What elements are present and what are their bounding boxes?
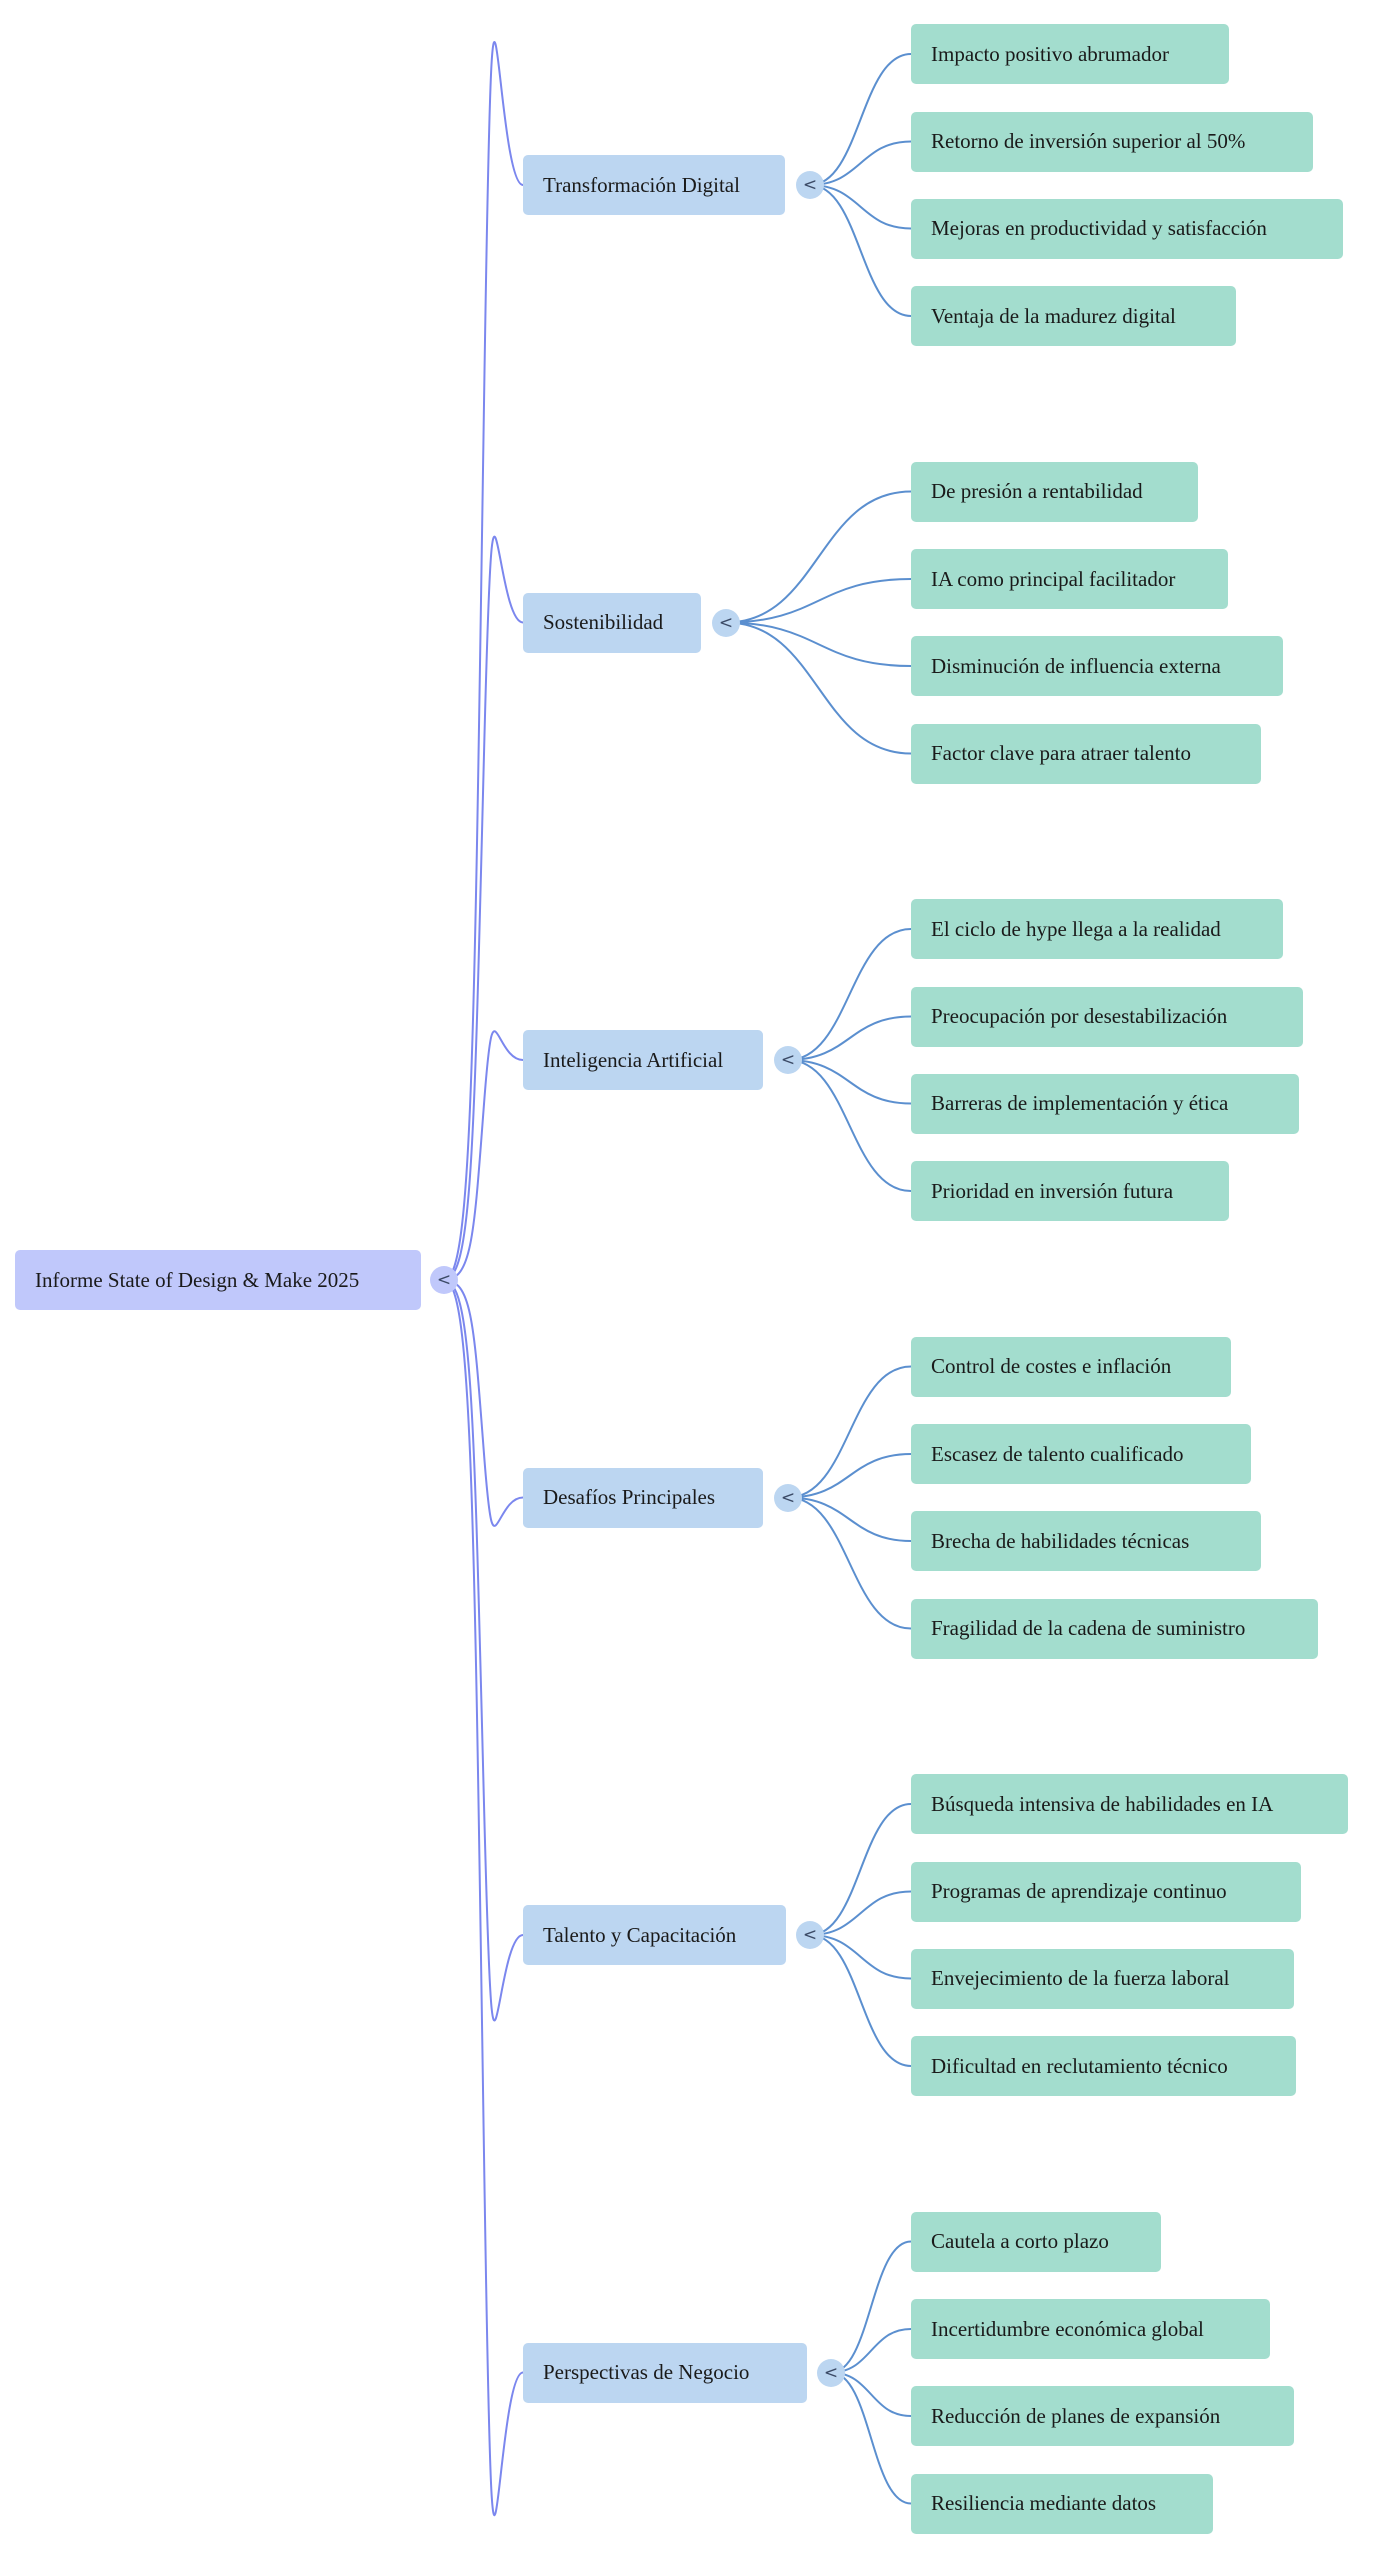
leaf-node[interactable]: Barreras de implementación y ética	[911, 1073, 1299, 1134]
leaf-node-label: Resiliencia mediante datos	[931, 2491, 1157, 2515]
branch-node[interactable]: Perspectivas de Negocio	[523, 2342, 807, 2403]
leaf-node-label: Búsqueda intensiva de habilidades en IA	[931, 1791, 1274, 1816]
branch-link	[787, 928, 912, 1061]
leaf-node[interactable]: Fragilidad de la cadena de suministro	[911, 1598, 1318, 1659]
root-node-label: Informe State of Design & Make 2025	[35, 1267, 360, 1292]
root-link-1	[443, 535, 524, 1281]
branch-node[interactable]: Desafíos Principales	[523, 1467, 763, 1528]
collapse-toggle-icon[interactable]: <	[712, 608, 740, 637]
branch-node-label: Desafíos Principales	[543, 1485, 716, 1509]
branch-link	[725, 490, 912, 624]
leaf-node-label: Cautela a corto plazo	[931, 2229, 1109, 2253]
leaf-node-label: Mejoras en productividad y satisfacción	[931, 216, 1267, 240]
leaf-node-label: Factor clave para atraer talento	[931, 741, 1192, 765]
leaf-node-label: IA como principal facilitador	[931, 566, 1176, 591]
branch-node[interactable]: Talento y Capacitación	[523, 1905, 786, 1965]
leaf-node-label: Fragilidad de la cadena de suministro	[931, 1616, 1246, 1640]
leaf-node[interactable]: Control de costes e inflación	[911, 1336, 1231, 1397]
leaf-node-label: Disminución de influencia externa	[931, 653, 1221, 678]
leaf-node-label: Barreras de implementación y ética	[931, 1091, 1229, 1115]
leaf-node-label: Brecha de habilidades técnicas	[931, 1528, 1190, 1553]
branch-link	[725, 621, 912, 755]
leaf-node-label: Retorno de inversión superior al 50%	[931, 129, 1246, 153]
branch-link	[809, 1890, 912, 1936]
leaf-node[interactable]: Resiliencia mediante datos	[911, 2473, 1213, 2534]
leaf-node-label: Ventaja de la madurez digital	[931, 303, 1176, 328]
collapse-toggle-icon[interactable]: <	[796, 1921, 824, 1949]
root-link-0	[443, 41, 524, 1281]
branch-node[interactable]: Transformación Digital	[523, 155, 785, 215]
leaf-node-label: Control de costes e inflación	[931, 1354, 1172, 1378]
branch-link	[809, 184, 912, 317]
branch-node-label: Transformación Digital	[543, 172, 740, 197]
branch-link	[787, 1059, 912, 1192]
root-collapse-toggle-icon[interactable]: <	[430, 1266, 458, 1294]
root-node[interactable]: Informe State of Design & Make 2025	[15, 1250, 421, 1310]
leaf-node[interactable]: Disminución de influencia externa	[911, 636, 1283, 696]
branch-link	[830, 2371, 912, 2505]
branch-node[interactable]: Inteligencia Artificial	[523, 1030, 763, 1090]
branch-node-label: Talento y Capacitación	[543, 1922, 737, 1947]
leaf-node[interactable]: Programas de aprendizaje continuo	[911, 1861, 1301, 1922]
leaf-node[interactable]: De presión a rentabilidad	[911, 461, 1198, 522]
leaf-node[interactable]: Incertidumbre económica global	[911, 2299, 1270, 2359]
collapse-toggle-icon[interactable]: <	[817, 2358, 845, 2387]
branch-node-label: Perspectivas de Negocio	[543, 2360, 750, 2384]
branch-link	[809, 1803, 912, 1936]
branch-link	[830, 2240, 912, 2374]
leaf-node[interactable]: Preocupación por desestabilización	[911, 986, 1303, 1047]
root-link-3	[443, 1279, 524, 1527]
leaf-node-label: Programas de aprendizaje continuo	[931, 1879, 1227, 1903]
leaf-node-label: Envejecimiento de la fuerza laboral	[931, 1966, 1230, 1990]
leaf-node-label: Preocupación por desestabilización	[931, 1004, 1228, 1028]
leaf-node[interactable]: Dificultad en reclutamiento técnico	[911, 2036, 1296, 2096]
branch-link	[725, 578, 912, 624]
leaf-node-label: Escasez de talento cualificado	[931, 1441, 1184, 1466]
leaf-node[interactable]: Cautela a corto plazo	[911, 2211, 1161, 2272]
branch-link	[787, 1015, 912, 1061]
root-link-4	[443, 1279, 524, 2022]
leaf-node-label: El ciclo de hype llega a la realidad	[931, 916, 1221, 941]
branch-link	[787, 1059, 912, 1105]
branch-link	[787, 1496, 912, 1542]
leaf-node-label: Prioridad en inversión futura	[931, 1178, 1174, 1203]
leaf-node-label: De presión a rentabilidad	[931, 479, 1143, 503]
branch-link	[809, 184, 912, 230]
leaf-node[interactable]: Impacto positivo abrumador	[911, 24, 1229, 84]
branch-link	[787, 1496, 912, 1630]
branch-node-label: Inteligencia Artificial	[543, 1047, 724, 1072]
root-link-5	[443, 1279, 524, 2516]
leaf-node[interactable]: Búsqueda intensiva de habilidades en IA	[911, 1774, 1348, 1834]
branch-link	[809, 140, 912, 186]
collapse-toggle-icon[interactable]: <	[774, 1483, 802, 1512]
leaf-node[interactable]: Ventaja de la madurez digital	[911, 286, 1236, 346]
leaf-node[interactable]: Factor clave para atraer talento	[911, 723, 1261, 784]
branch-link	[787, 1453, 912, 1499]
branch-link	[809, 1934, 912, 2067]
branch-node-label: Sostenibilidad	[543, 610, 664, 634]
leaf-node[interactable]: Prioridad en inversión futura	[911, 1161, 1229, 1221]
branch-link	[787, 1365, 912, 1499]
leaf-node-label: Dificultad en reclutamiento técnico	[931, 2053, 1228, 2078]
leaf-node-label: Reducción de planes de expansión	[931, 2403, 1221, 2428]
branch-link	[725, 621, 912, 667]
branch-link	[809, 1934, 912, 1980]
leaf-node[interactable]: El ciclo de hype llega a la realidad	[911, 899, 1283, 959]
leaf-node[interactable]: Reducción de planes de expansión	[911, 2386, 1294, 2446]
branch-node[interactable]: Sostenibilidad	[523, 592, 701, 653]
root-link-2	[443, 1030, 524, 1281]
leaf-node[interactable]: Brecha de habilidades técnicas	[911, 1511, 1261, 1571]
leaf-node[interactable]: IA como principal facilitador	[911, 549, 1228, 609]
branch-link	[809, 53, 912, 186]
leaf-node[interactable]: Escasez de talento cualificado	[911, 1424, 1251, 1484]
leaf-node[interactable]: Retorno de inversión superior al 50%	[911, 111, 1313, 172]
leaf-node[interactable]: Mejoras en productividad y satisfacción	[911, 198, 1343, 259]
collapse-toggle-icon[interactable]: <	[796, 171, 824, 199]
collapse-toggle-icon[interactable]: <	[774, 1046, 802, 1074]
leaf-node-label: Impacto positivo abrumador	[931, 41, 1169, 66]
leaf-node[interactable]: Envejecimiento de la fuerza laboral	[911, 1948, 1294, 2009]
leaf-node-label: Incertidumbre económica global	[931, 2316, 1204, 2341]
